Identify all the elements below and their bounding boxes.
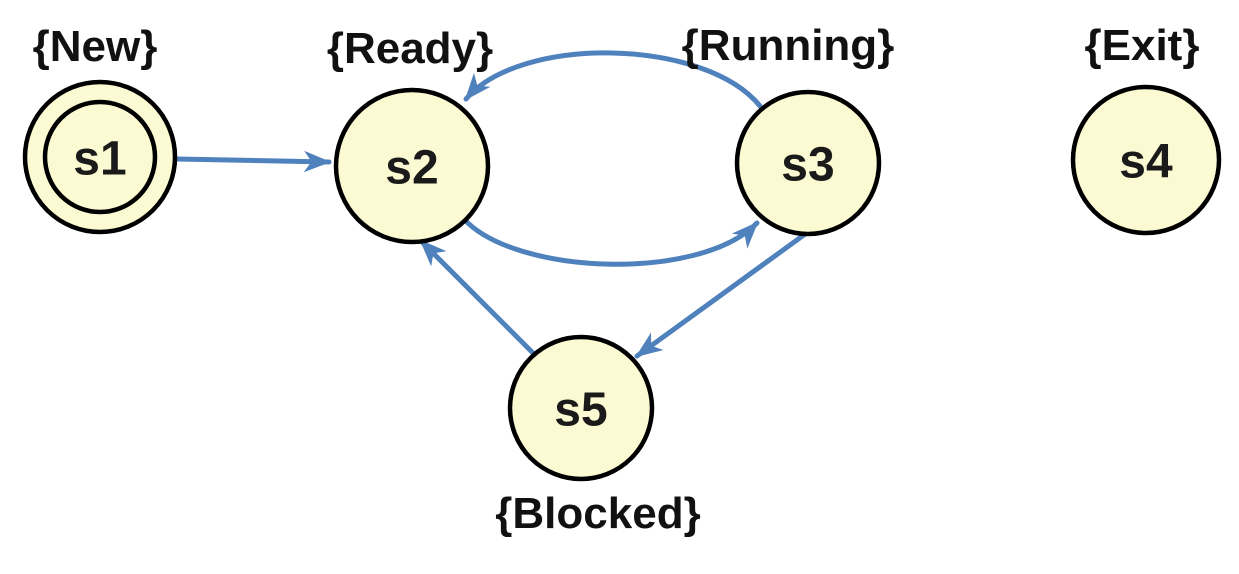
transition-s3-to-s2 — [463, 50, 763, 109]
transition-s3-to-s5 — [634, 229, 811, 359]
state-label-s4: s4 — [1119, 135, 1173, 188]
transitions-layer — [174, 50, 811, 359]
state-label-s5: s5 — [554, 383, 607, 436]
state-label-s3: s3 — [781, 138, 834, 191]
state-node-s3: s3 — [734, 89, 882, 237]
annotations-layer: {New} {Ready} {Running} {Exit} {Blocked} — [33, 21, 1200, 538]
states-layer: s1 s2 s3 s4 s5 — [22, 79, 1222, 482]
transition-s2-to-s3 — [461, 216, 760, 267]
transition-s5-to-s2 — [418, 238, 536, 356]
state-annotation-s1: {New} — [33, 22, 158, 71]
state-annotation-s3: {Running} — [682, 21, 895, 70]
state-annotation-s5: {Blocked} — [495, 489, 700, 538]
transition-s1-to-s2 — [174, 150, 332, 173]
state-inner-circle-s1 — [42, 99, 158, 215]
state-circle-s4 — [1070, 84, 1222, 236]
state-annotation-s4: {Exit} — [1085, 21, 1200, 70]
state-node-s2: s2 — [333, 87, 491, 245]
state-circle-s5 — [507, 334, 655, 482]
state-circle-s2 — [333, 87, 491, 245]
state-label-s1: s1 — [73, 132, 126, 185]
state-node-s1: s1 — [22, 79, 178, 235]
state-annotation-s2: {Ready} — [327, 24, 493, 73]
state-label-s2: s2 — [385, 141, 438, 194]
state-node-s4: s4 — [1070, 84, 1222, 236]
state-node-s5: s5 — [507, 334, 655, 482]
state-circle-s3 — [734, 89, 882, 237]
